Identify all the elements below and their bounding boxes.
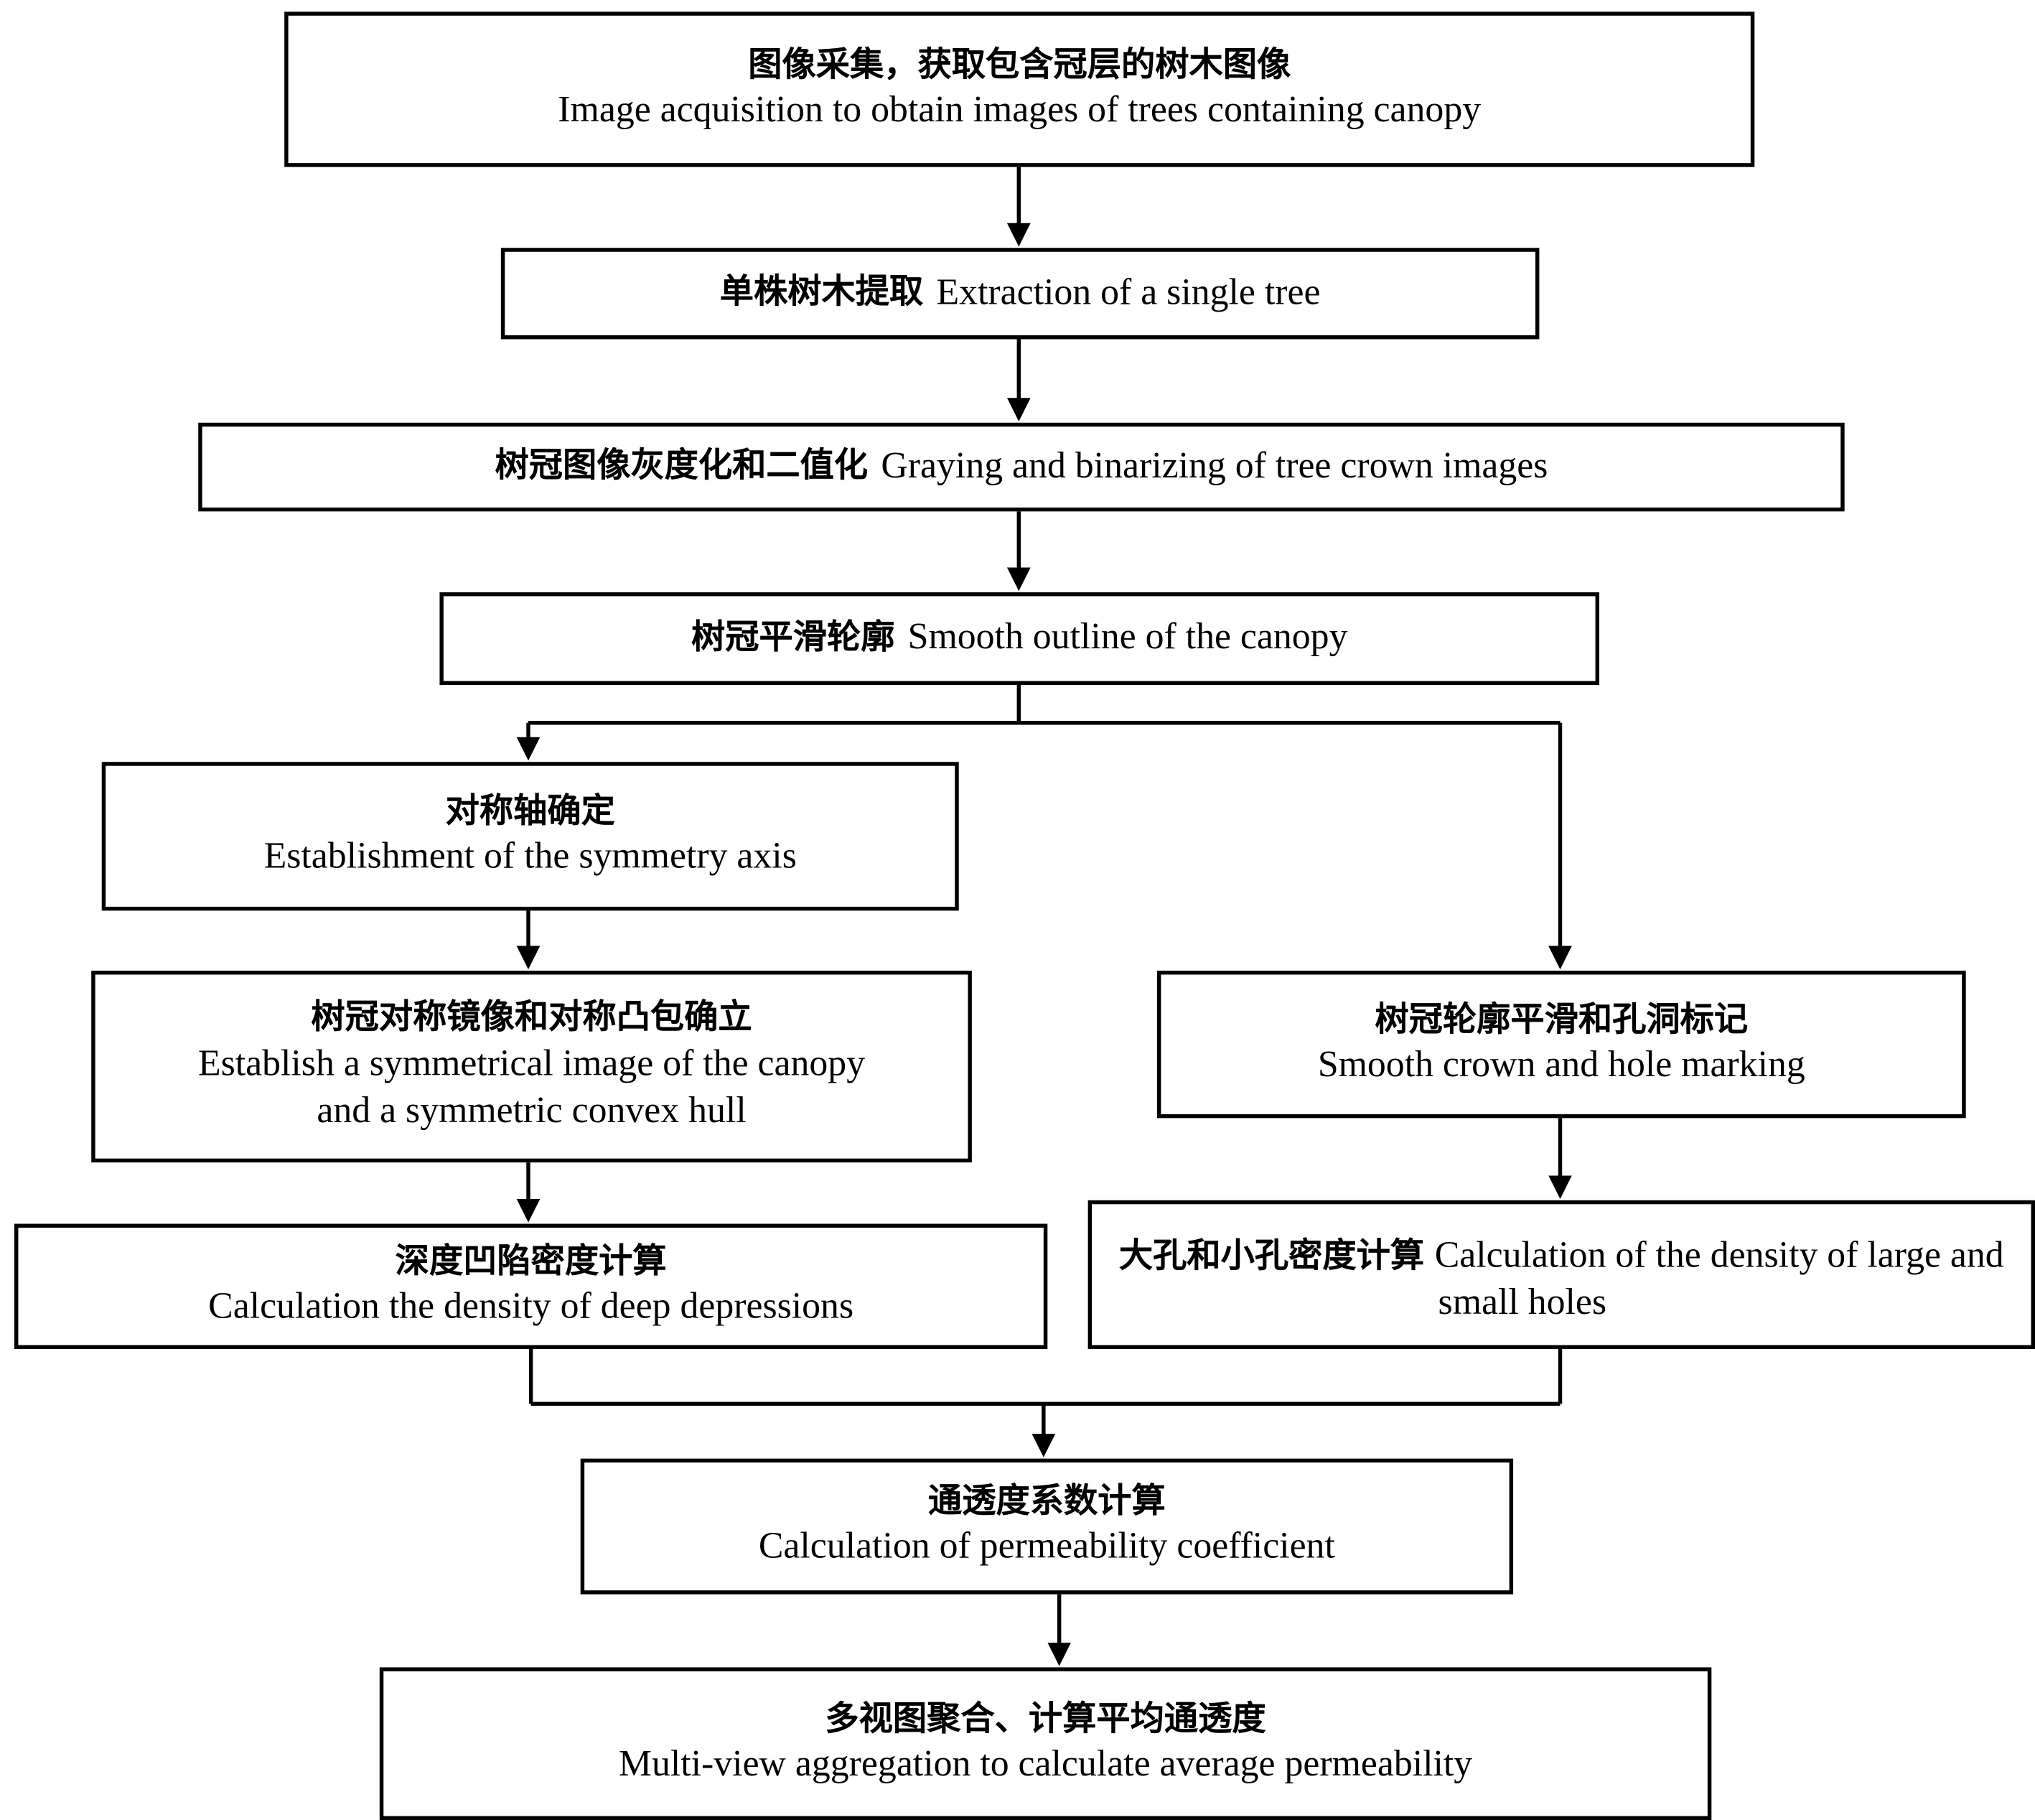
node-label-en: Multi-view aggregation to calculate aver… (618, 1744, 1473, 1785)
node-label-en: Smooth crown and hole marking (1317, 1045, 1805, 1086)
node-label-zh: 图像采集，获取包含冠层的树木图像 (748, 45, 1291, 85)
node-symmetry-axis: 对称轴确定 Establishment of the symmetry axis (101, 762, 959, 911)
node-deep-depression-density: 深度凹陷密度计算 Calculation the density of deep… (14, 1223, 1048, 1349)
node-label-en: Calculation of the density of large and … (1434, 1235, 2004, 1324)
node-single-tree-extraction: 单株树木提取 Extraction of a single tree (500, 248, 1540, 340)
node-label-zh: 树冠平滑轮廓 (691, 618, 895, 658)
node-smooth-outline: 树冠平滑轮廓 Smooth outline of the canopy (439, 592, 1600, 686)
node-label-zh: 树冠对称镜像和对称凸包确立 (311, 998, 752, 1038)
node-label-zh: 对称轴确定 (445, 792, 615, 831)
node-symmetric-mirror-hull: 树冠对称镜像和对称凸包确立 Establish a symmetrical im… (91, 970, 972, 1163)
node-label-zh: 单株树木提取 (719, 273, 924, 312)
node-label-zh: 大孔和小孔密度计算 (1118, 1236, 1425, 1277)
node-graying-binarizing: 树冠图像灰度化和二值化 Graying and binarizing of tr… (198, 422, 1845, 512)
node-label-en: Image acquisition to obtain images of tr… (558, 90, 1482, 131)
node-permeability-coefficient: 通透度系数计算 Calculation of permeability coef… (580, 1458, 1514, 1595)
node-label-wrap: 大孔和小孔密度计算 Calculation of the density of … (1092, 1233, 2031, 1328)
node-label-zh: 深度凹陷密度计算 (395, 1242, 667, 1282)
node-label-en: Graying and binarizing of tree crown ima… (881, 446, 1548, 487)
node-label-en: Extraction of a single tree (936, 272, 1321, 313)
node-hole-density: 大孔和小孔密度计算 Calculation of the density of … (1087, 1200, 2035, 1349)
node-label-en: Establish a symmetrical image of the can… (197, 1043, 866, 1131)
node-label-zh: 树冠图像灰度化和二值化 (495, 447, 869, 486)
node-label-zh: 树冠轮廓平滑和孔洞标记 (1375, 1000, 1749, 1040)
node-multi-view-aggregation: 多视图聚合、计算平均通透度 Multi-view aggregation to … (379, 1667, 1712, 1820)
node-label-zh: 通透度系数计算 (927, 1482, 1166, 1522)
node-label-zh: 多视图聚合、计算平均通透度 (825, 1699, 1266, 1739)
node-hole-marking: 树冠轮廓平滑和孔洞标记 Smooth crown and hole markin… (1156, 970, 1966, 1119)
node-image-acquisition: 图像采集，获取包含冠层的树木图像 Image acquisition to ob… (284, 11, 1755, 167)
node-label-en: Calculation the density of deep depressi… (208, 1287, 854, 1327)
node-label-en: Calculation of permeability coefficient (758, 1526, 1335, 1568)
node-label-en: Establishment of the symmetry axis (263, 836, 797, 877)
node-label-en: Smooth outline of the canopy (907, 617, 1348, 658)
